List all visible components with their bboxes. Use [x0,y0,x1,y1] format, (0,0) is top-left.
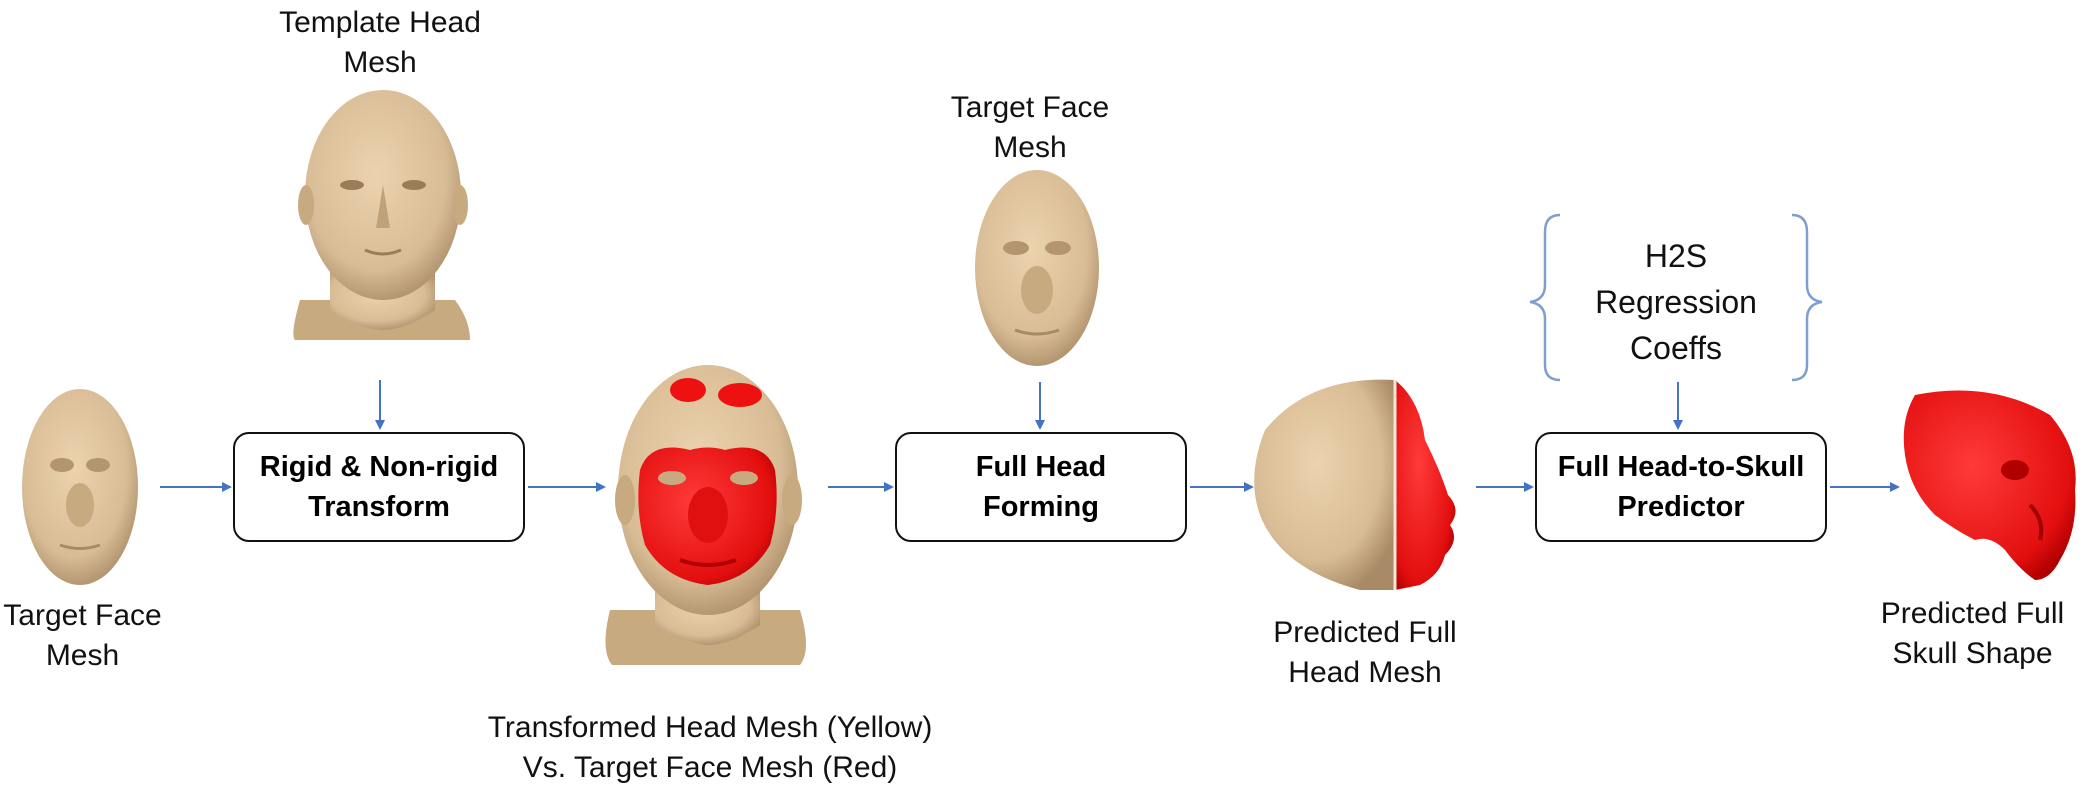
step-label-line: Forming [983,491,1099,523]
coeffs-brace [1529,213,1823,382]
label-line: Predicted Full [1273,616,1457,649]
label-line: Coeffs [1630,330,1722,366]
template-head-mesh [293,90,470,340]
label-line: Vs. Target Face Mesh (Red) [522,751,898,784]
template-head-label: Template Head Mesh [230,3,530,83]
label-line: Regression [1595,284,1757,320]
label-line: Skull Shape [1892,637,2053,670]
flow-arrows [160,380,1900,492]
target-face-left-label: Target Face Mesh [0,596,165,676]
label-line: Template Head [279,6,481,39]
label-line: Mesh [993,131,1067,164]
label-line: Transformed Head Mesh (Yellow) [487,711,933,744]
rigid-nonrigid-transform-box: Rigid & Non-rigid Transform [233,432,525,542]
predicted-head-label: Predicted Full Head Mesh [1230,613,1500,693]
predicted-skull-label: Predicted Full Skull Shape [1860,594,2085,674]
full-head-forming-box: Full Head Forming [895,432,1187,542]
transformed-head-label: Transformed Head Mesh (Yellow) Vs. Targe… [465,708,955,788]
head-to-skull-predictor-box: Full Head-to-Skull Predictor [1535,432,1827,542]
label-line: Mesh [343,46,417,79]
label-line: H2S [1644,238,1708,274]
target-face-mesh-mid [975,170,1099,366]
label-line: Predicted Full [1880,597,2065,630]
step-label-line: Full Head-to-Skull [1557,451,1805,483]
target-face-mesh-left [22,389,138,585]
step-label-line: Rigid & Non-rigid [259,451,499,483]
transformed-head-mesh [605,365,806,665]
label-line: Head Mesh [1288,656,1442,689]
step-label-line: Full Head [975,451,1107,483]
step-label-line: Predictor [1617,491,1745,523]
step-label-line: Transform [308,491,450,523]
target-face-mid-label: Target Face Mesh [900,88,1160,168]
label-line: Target Face [950,91,1110,124]
label-line: Mesh [45,639,120,672]
predicted-skull-shape [1903,390,2076,580]
coeffs-label: H2S Regression Coeffs [1560,233,1792,371]
predicted-head-mesh [1254,379,1456,590]
label-line: Target Face [3,599,162,632]
